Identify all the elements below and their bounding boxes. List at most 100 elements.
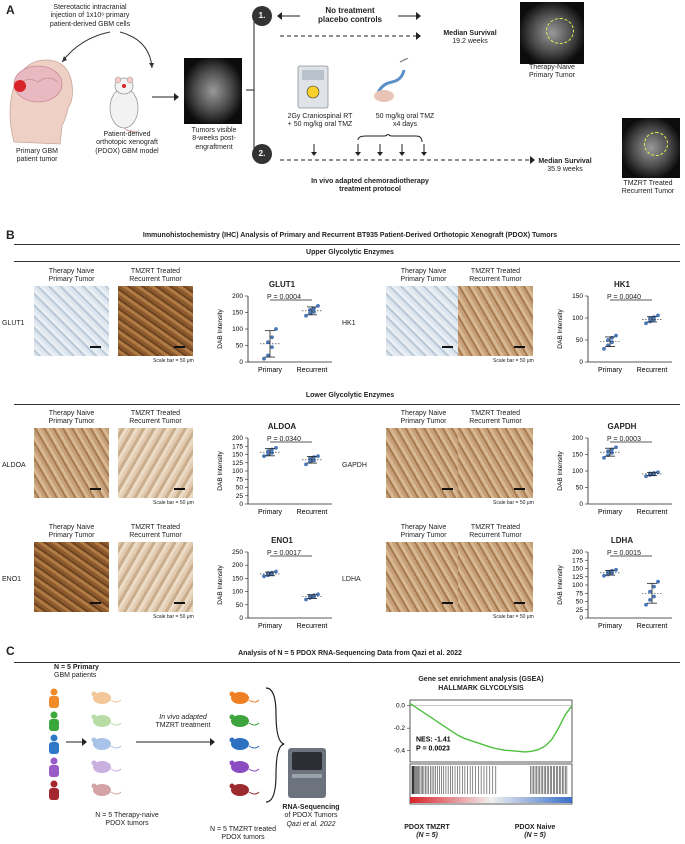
arm1-image-caption: Therapy-Naive Primary Tumor	[529, 64, 575, 80]
arm2-image-caption: TMZRT Treated Recurrent Tumor	[621, 180, 675, 196]
ihc-tissue-image	[34, 542, 109, 612]
x-category-label: Primary	[258, 623, 283, 630]
y-axis-label: DAB Intensity	[217, 451, 224, 491]
pdox-cohort-illustration	[49, 687, 285, 803]
therapy-naive-mouse-icon	[91, 691, 122, 704]
y-tick-label: 100	[232, 589, 243, 596]
data-point	[270, 345, 274, 350]
chart-title: GAPDH	[607, 422, 637, 431]
scale-bar-text: Scale bar = 50 μm	[153, 358, 194, 364]
panel-c-label: C	[6, 644, 15, 658]
x-category-label: Recurrent	[637, 509, 668, 516]
ihc-tissue-image	[458, 542, 533, 612]
y-tick-label: 150	[232, 310, 243, 317]
scale-bar-text: Scale bar = 50 μm	[493, 500, 534, 506]
patient-person-icon	[49, 688, 59, 708]
column-header-line: Primary Tumor	[48, 532, 95, 540]
column-header-line: TMZRT Treated	[130, 268, 181, 275]
gsea-y-tick-label: -0.2	[394, 725, 406, 732]
x-category-label: Recurrent	[297, 623, 328, 630]
scale-bar	[90, 346, 101, 348]
scale-bar	[514, 346, 525, 348]
y-tick-label: 100	[572, 468, 583, 475]
treated-tumors-text: N = 5 TMZRT treated PDOX tumors	[210, 826, 276, 842]
data-point	[274, 327, 278, 331]
data-point	[316, 592, 320, 597]
p-value: P = 0.0004	[267, 294, 301, 301]
y-axis-label: DAB Intensity	[557, 309, 564, 349]
y-axis-label: DAB Intensity	[557, 451, 564, 491]
y-tick-label: 50	[236, 343, 244, 350]
data-point	[614, 333, 618, 338]
data-point	[652, 584, 656, 589]
arm2-survival: Median Survival 35.9 weeks	[538, 158, 592, 174]
data-point	[652, 315, 656, 320]
enzyme-label: GAPDH	[342, 462, 367, 469]
data-point	[262, 356, 266, 361]
y-tick-label: 200	[572, 435, 583, 442]
data-point	[652, 471, 656, 475]
data-point	[316, 304, 320, 308]
gsea-nes-annotation: NES: -1.41	[416, 736, 451, 743]
arm1-arrows	[277, 12, 421, 40]
column-header-line: TMZRT Treated	[130, 524, 181, 531]
upper-enzymes-header: Upper Glycolytic Enzymes	[306, 249, 394, 256]
y-tick-label: 200	[232, 562, 243, 569]
tmz-text: 50 mg/kg oral TMZ x4 days	[375, 113, 435, 129]
column-header-line: TMZRT Treated	[470, 268, 521, 275]
patient-head-illustration	[9, 59, 73, 145]
scale-bar-text: Scale bar = 50 μm	[493, 614, 534, 620]
y-tick-label: 150	[572, 566, 583, 573]
column-header-line: Primary Tumor	[400, 532, 447, 540]
adapted-text: In vivo adapted TMZRT treatment	[155, 714, 211, 730]
mri-recurrent-tumor-image	[622, 118, 680, 178]
column-header-line: Therapy Naive	[400, 268, 447, 275]
cohort-bracket	[265, 687, 285, 803]
data-point	[266, 449, 270, 454]
scale-bar	[514, 488, 525, 490]
therapy-naive-mouse-icon	[91, 783, 122, 796]
arm1-survival: Median Survival 19.2 weeks	[443, 30, 497, 46]
y-tick-label: 175	[572, 557, 583, 564]
column-header-line: Therapy Naive	[400, 410, 447, 417]
data-point	[602, 455, 606, 460]
gsea-y-tick-label: 0.0	[396, 703, 405, 710]
y-tick-label: 25	[236, 493, 244, 500]
y-tick-label: 100	[232, 326, 243, 333]
y-tick-label: 100	[572, 315, 583, 322]
y-tick-label: 150	[572, 452, 583, 459]
x-category-label: Primary	[598, 509, 623, 516]
data-point	[312, 458, 316, 463]
patient-person-icon	[49, 780, 59, 800]
column-header-line: Primary Tumor	[400, 276, 447, 284]
scale-bar	[90, 602, 101, 604]
upper-header-rule	[14, 261, 680, 262]
p-value: P = 0.0040	[607, 294, 641, 301]
x-category-label: Recurrent	[297, 509, 328, 516]
tmzrt-treated-mouse-icon	[229, 714, 260, 727]
data-point	[606, 449, 610, 454]
data-point	[262, 574, 266, 579]
y-tick-label: 125	[232, 460, 243, 467]
mri-engraftment-image	[184, 58, 242, 124]
panel-c-title-rule	[14, 662, 680, 663]
tmzrt-treated-mouse-icon	[229, 691, 260, 704]
y-tick-label: 0	[579, 359, 583, 366]
y-tick-label: 200	[232, 293, 243, 300]
enzyme-label: GLUT1	[2, 320, 25, 327]
y-tick-label: 100	[572, 582, 583, 589]
y-tick-label: 150	[572, 293, 583, 300]
data-point	[262, 454, 266, 459]
ihc-tissue-image	[458, 286, 533, 356]
data-point	[304, 462, 308, 467]
data-point	[656, 579, 660, 584]
